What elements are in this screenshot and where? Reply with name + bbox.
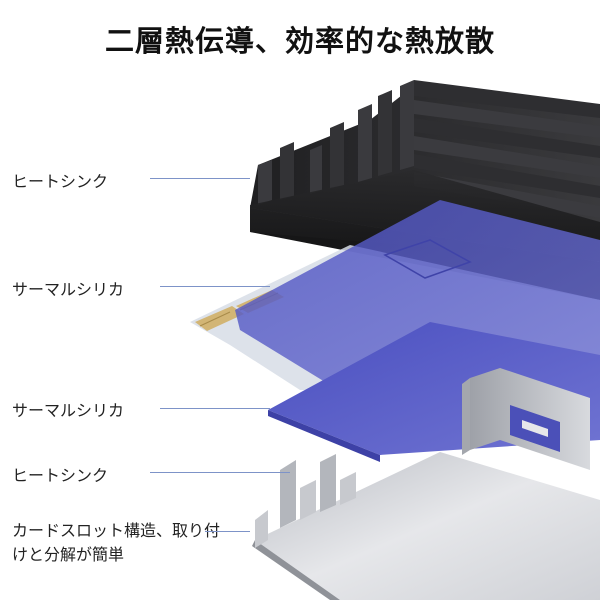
leader-line-card-slot — [205, 531, 250, 532]
label-lower-thermal-pad: サーマルシリカ — [12, 401, 125, 420]
label-upper-thermal-pad: サーマルシリカ — [12, 280, 125, 299]
label-card-slot-structure: カードスロット構造、取り付けと分解が簡単 — [12, 521, 221, 564]
leader-line-top-heatsink — [150, 178, 250, 179]
bottom-heatsink — [252, 368, 600, 600]
leader-line-upper-thermal-pad — [160, 286, 270, 287]
page-title: 二層熱伝導、効率的な熱放散 — [104, 24, 495, 58]
label-top-heatsink: ヒートシンク — [12, 172, 109, 191]
label-bottom-heatsink: ヒートシンク — [12, 466, 109, 485]
leader-line-bottom-heatsink — [150, 472, 290, 473]
leader-line-lower-thermal-pad — [160, 408, 270, 409]
